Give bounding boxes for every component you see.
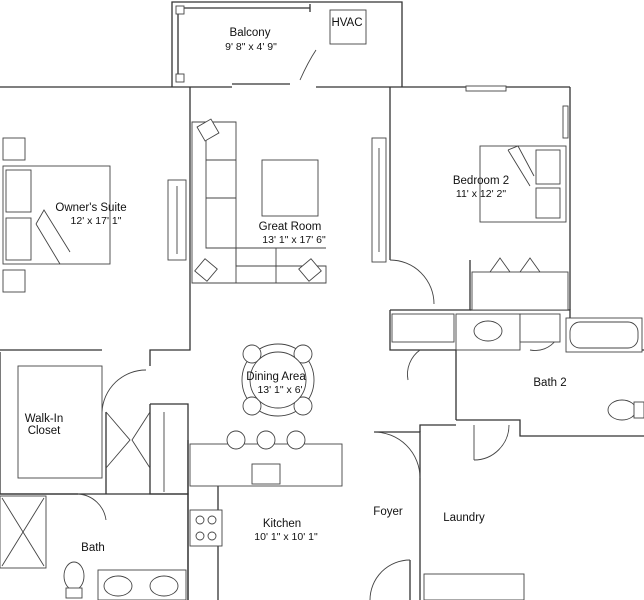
coffee-table — [261, 159, 319, 217]
room-label-bath: Bath — [81, 542, 105, 554]
owners-suite-room: Owner's Suite 12' x 17' 1" — [2, 137, 187, 293]
closet — [471, 271, 569, 311]
room-dims-dining: 13' 1" x 6' — [257, 384, 302, 396]
double-vanity — [97, 569, 187, 600]
walk-in-closet-room: Walk-In Closet — [17, 365, 165, 492]
room-label-dining: Dining Area — [246, 371, 306, 383]
stove — [189, 509, 223, 547]
balcony-rail-post — [175, 5, 185, 15]
great-room: Great Room 13' 1" x 17' 6" — [191, 118, 387, 284]
bed — [2, 165, 111, 265]
washer-dryer — [423, 573, 525, 600]
owners-bath-room: Bath — [0, 495, 187, 600]
room-label-laundry: Laundry — [443, 512, 485, 524]
sectional-sofa — [191, 121, 327, 284]
bar-stool — [226, 430, 246, 450]
kitchen-room: Kitchen 10' 1" x 10' 1" — [189, 430, 343, 547]
room-dims-bedroom-2: 11' x 12' 2" — [456, 188, 506, 200]
doors — [77, 259, 557, 600]
chair — [293, 396, 313, 416]
room-label-hvac: HVAC — [331, 17, 362, 29]
bath-2-room: Bath 2 — [391, 313, 644, 421]
foyer-laundry-room: Foyer Laundry — [373, 506, 525, 600]
room-label-balcony: Balcony — [230, 27, 271, 39]
bar-stool — [256, 430, 276, 450]
bar-stool — [286, 430, 306, 450]
window — [562, 105, 569, 139]
vanity — [455, 313, 521, 351]
nightstand — [2, 269, 26, 293]
room-dims-owners-suite: 12' x 17' 1" — [71, 215, 122, 227]
chair — [242, 396, 262, 416]
room-label-bedroom-2: Bedroom 2 — [453, 175, 509, 187]
room-dims-great-room: 13' 1" x 17' 6" — [262, 234, 326, 246]
bathtub — [565, 317, 643, 353]
balcony-rail-post — [175, 73, 185, 83]
kitchen-sink — [251, 463, 281, 485]
room-label-foyer: Foyer — [373, 506, 403, 518]
hvac-unit — [329, 9, 367, 45]
chair — [293, 344, 313, 364]
room-dims-kitchen: 10' 1" x 10' 1" — [254, 531, 318, 543]
chair — [242, 344, 262, 364]
bedroom-2-room: Bedroom 2 11' x 12' 2" — [453, 85, 569, 311]
room-label-kitchen: Kitchen — [263, 518, 301, 530]
toilet — [607, 399, 637, 421]
room-label-walkin-line2: Closet — [28, 425, 61, 437]
window — [465, 85, 507, 92]
room-label-owners-suite: Owner's Suite — [55, 202, 126, 214]
closet-shelving — [17, 365, 103, 479]
room-dims-balcony: 9' 8" x 4' 9" — [225, 41, 277, 53]
dining-room: Dining Area 13' 1" x 6' — [241, 343, 315, 417]
room-label-great-room: Great Room — [259, 221, 322, 233]
nightstand — [2, 137, 26, 161]
balcony-room: Balcony 9' 8" x 4' 9" HVAC — [175, 5, 367, 83]
toilet — [63, 561, 85, 591]
room-label-bath-2: Bath 2 — [533, 377, 566, 389]
room-label-walkin-line1: Walk-In — [25, 413, 64, 425]
